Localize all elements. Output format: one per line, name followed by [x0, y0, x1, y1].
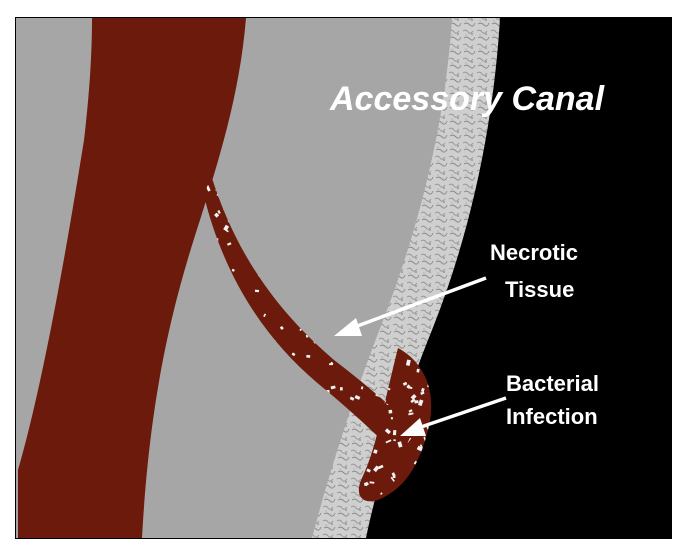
bacterial-label-line2: Infection	[506, 404, 598, 429]
bacterial-label-line1: Bacterial	[506, 371, 599, 396]
debris-speck	[416, 369, 419, 373]
debris-speck	[388, 410, 392, 414]
debris-speck	[340, 387, 343, 390]
debris-speck	[393, 430, 397, 435]
debris-speck	[391, 417, 393, 419]
necrotic-label-line2: Tissue	[505, 277, 574, 302]
necrotic-label-line1: Necrotic	[490, 240, 578, 265]
debris-speck	[306, 355, 310, 358]
diagram-title: Accessory Canal	[329, 80, 606, 118]
debris-speck	[255, 290, 259, 293]
debris-speck	[393, 474, 396, 478]
